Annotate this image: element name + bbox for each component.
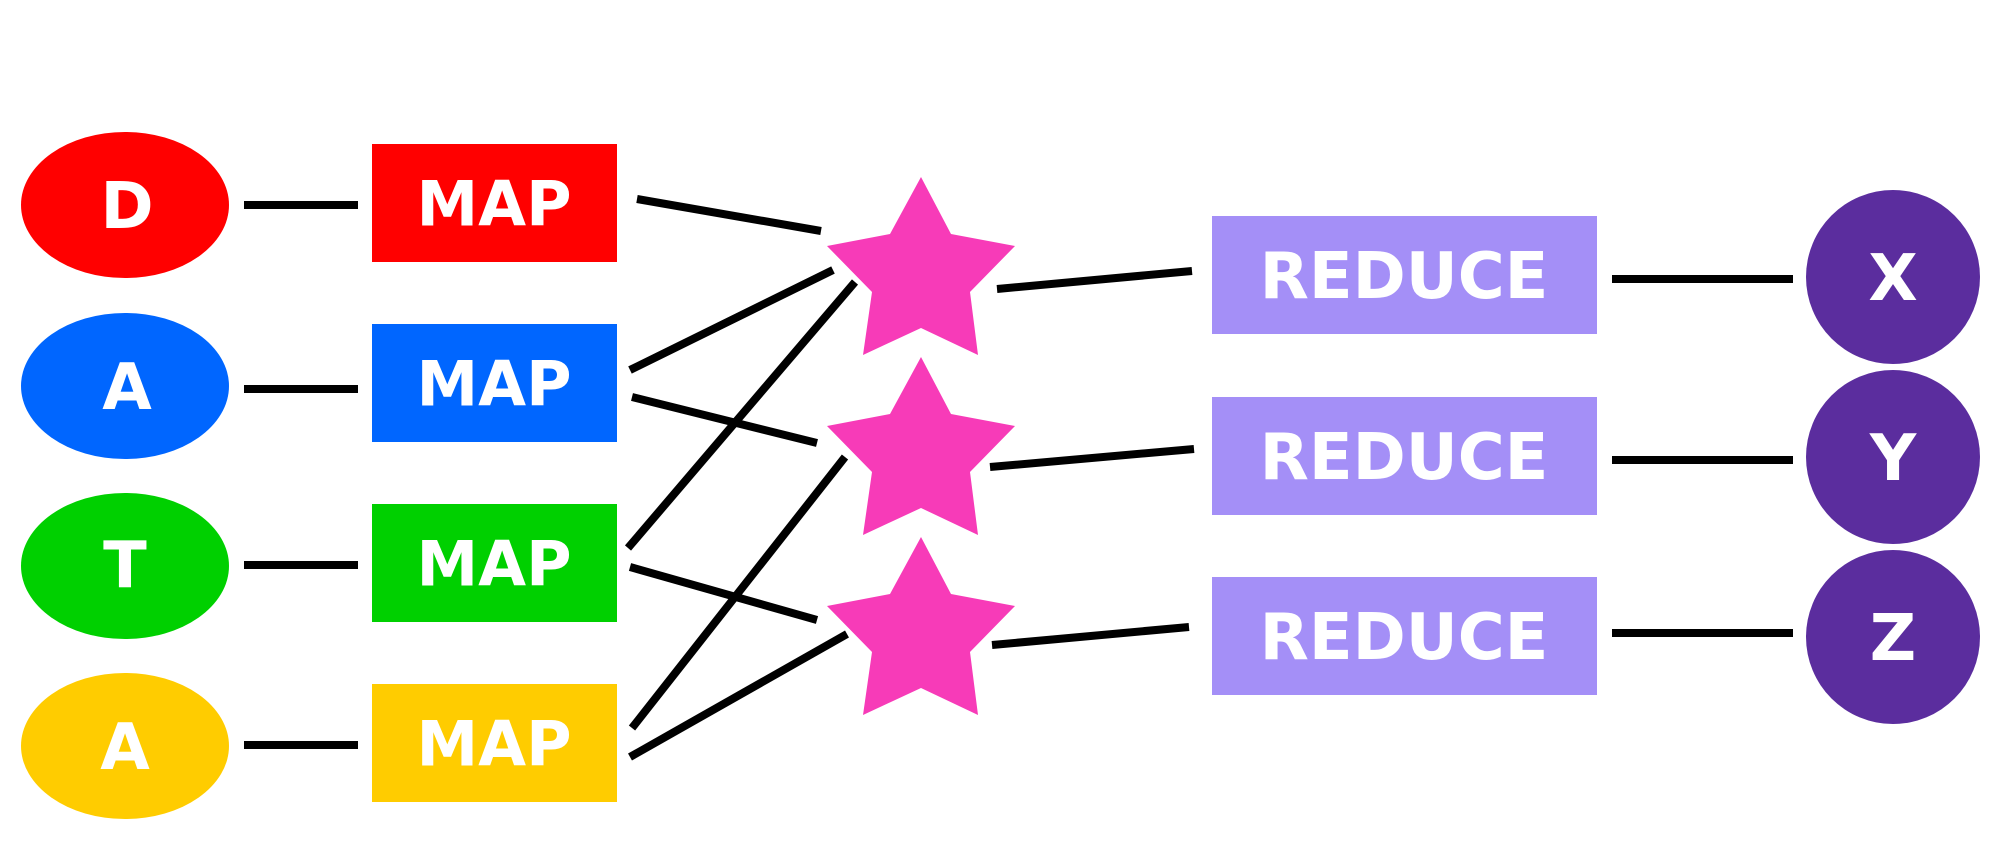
reduce-label: REDUCE [1260, 601, 1549, 675]
reduce-nodes: REDUCE REDUCE REDUCE [1212, 216, 1597, 695]
edge-star3-reduce3 [991, 623, 1190, 649]
reduce-rect [1212, 397, 1597, 515]
map-box-3: MAP [372, 504, 617, 622]
output-label: X [1868, 242, 1917, 316]
output-nodes: X Y Z [1806, 190, 1980, 724]
edge-map4-star3 [628, 630, 849, 761]
map-rect [372, 144, 617, 262]
reduce-box-1: REDUCE [1212, 216, 1597, 334]
reduce-box-2: REDUCE [1212, 397, 1597, 515]
map-label: MAP [416, 348, 571, 421]
edge-star2-reduce2 [989, 445, 1195, 471]
edge-map2-star1 [628, 266, 835, 374]
input-nodes: D A T A [21, 132, 229, 819]
edge-map1-star1 [636, 195, 822, 235]
reduce-rect [1212, 577, 1597, 695]
input-ellipse [21, 493, 229, 639]
output-label: Z [1870, 602, 1916, 676]
input-node-a: A [21, 313, 229, 459]
output-node-y: Y [1806, 370, 1980, 544]
input-node-t: T [21, 493, 229, 639]
reduce-label: REDUCE [1260, 421, 1549, 495]
edge-map3-star3 [628, 563, 819, 624]
shuffle-stars [827, 177, 1015, 715]
reduce-box-3: REDUCE [1212, 577, 1597, 695]
input-node-a2: A [21, 673, 229, 819]
input-ellipse [21, 673, 229, 819]
map-label: MAP [416, 168, 571, 241]
input-ellipse [21, 132, 229, 278]
map-rect [372, 504, 617, 622]
edge-map4-star2 [628, 454, 849, 731]
input-label: D [100, 170, 153, 244]
connectors [244, 195, 1793, 761]
edge-map3-star1 [624, 279, 859, 551]
map-box-2: MAP [372, 324, 617, 442]
map-rect [372, 684, 617, 802]
output-node-z: Z [1806, 550, 1980, 724]
input-label: A [100, 711, 150, 785]
map-box-1: MAP [372, 144, 617, 262]
edge-map2-star2 [631, 393, 818, 447]
map-label: MAP [416, 708, 571, 781]
output-circle [1806, 550, 1980, 724]
output-node-x: X [1806, 190, 1980, 364]
input-node-d: D [21, 132, 229, 278]
reduce-rect [1212, 216, 1597, 334]
map-rect [372, 324, 617, 442]
output-circle [1806, 190, 1980, 364]
input-label: T [103, 529, 147, 603]
output-label: Y [1869, 422, 1917, 496]
input-ellipse [21, 313, 229, 459]
shuffle-star-icon [827, 177, 1015, 355]
output-circle [1806, 370, 1980, 544]
edge-star1-reduce1 [996, 267, 1193, 293]
reduce-label: REDUCE [1260, 240, 1549, 314]
map-box-4: MAP [372, 684, 617, 802]
map-label: MAP [416, 528, 571, 601]
input-label: A [102, 351, 152, 425]
shuffle-star-icon [827, 357, 1015, 535]
map-nodes: MAP MAP MAP MAP [372, 144, 617, 802]
shuffle-star-icon [827, 537, 1015, 715]
